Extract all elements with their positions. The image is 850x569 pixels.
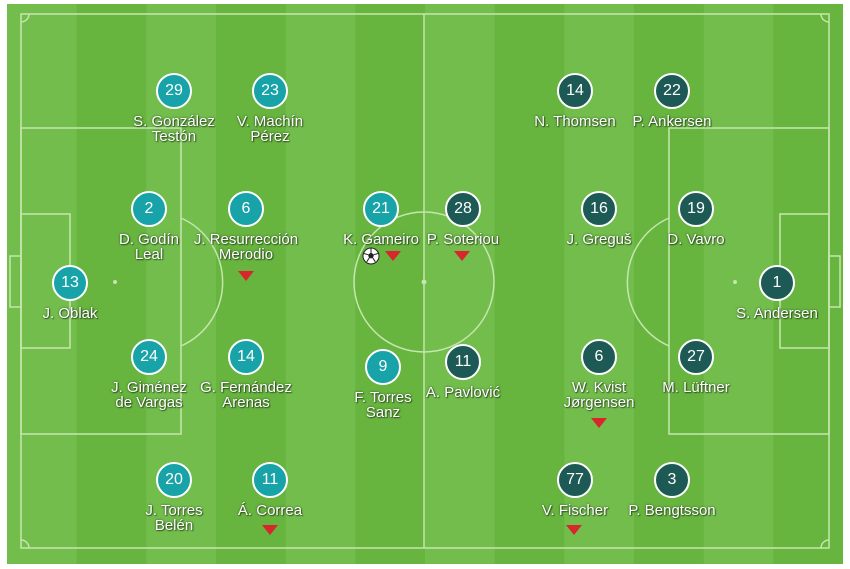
away-player-19[interactable]: 19 D. Vavro [621,191,771,247]
player-name: D. Vavro [667,231,725,248]
sub-arrow-icon [454,251,470,261]
player-number-badge: 2 [131,191,167,227]
player-name: D. Godín Leal [118,231,180,263]
player-number-badge: 1 [759,265,795,301]
sub-arrow-icon [262,525,278,535]
grass-stripe [285,4,356,564]
home-player-20[interactable]: 20 J. Torres Belén [99,462,249,533]
player-number-badge: 77 [557,462,593,498]
player-name: J. Oblak [42,305,98,322]
away-player-1[interactable]: 1 S. Andersen [702,265,850,321]
player-number-badge: 22 [654,73,690,109]
player-name: P. Bengtsson [628,502,716,519]
away-player-28[interactable]: 28 P. Soteriou [388,191,538,247]
player-number-badge: 16 [581,191,617,227]
player-number-badge: 6 [228,191,264,227]
player-name: N. Thomsen [534,113,616,130]
player-name: J. Resurrección Merodio [193,231,299,263]
grass-stripe [494,4,565,564]
player-number-badge: 24 [131,339,167,375]
home-player-24[interactable]: 24 J. Giménez de Vargas [74,339,224,410]
player-name: V. Machín Pérez [236,113,304,145]
soccer-ball-icon [362,247,380,265]
player-number-badge: 11 [445,344,481,380]
player-name: J. Giménez de Vargas [111,379,187,411]
player-name: M. Lüftner [662,379,730,396]
player-name: J. Torres Belén [145,502,203,534]
home-player-11[interactable]: 11 Á. Correa [195,462,345,518]
grass-stripe [76,4,147,564]
player-name: G. Fernández Arenas [200,379,292,411]
away-player-16[interactable]: 16 J. Greguš [524,191,674,247]
away-player-6[interactable]: 6 W. Kvist Jørgensen [524,339,674,410]
home-player-2[interactable]: 2 D. Godín Leal [74,191,224,262]
player-number-badge: 11 [252,462,288,498]
sub-arrow-icon [385,251,401,261]
player-name: V. Fischer [541,502,609,519]
home-player-23[interactable]: 23 V. Machín Pérez [195,73,345,144]
sub-arrow-icon [591,418,607,428]
away-player-3[interactable]: 3 P. Bengtsson [597,462,747,518]
player-number-badge: 29 [156,73,192,109]
player-name: P. Ankersen [632,113,712,130]
player-number-badge: 9 [365,349,401,385]
home-player-6[interactable]: 6 J. Resurrección Merodio [171,191,321,262]
player-number-badge: 20 [156,462,192,498]
away-player-27[interactable]: 27 M. Lüftner [621,339,771,395]
home-player-29[interactable]: 29 S. González Testón [99,73,249,144]
player-number-badge: 23 [252,73,288,109]
player-number-badge: 3 [654,462,690,498]
sub-arrow-icon [566,525,582,535]
home-player-9[interactable]: 9 F. Torres Sanz [308,349,458,420]
player-number-badge: 14 [228,339,264,375]
player-number-badge: 28 [445,191,481,227]
grass-stripe [355,4,426,564]
pitch: 29 S. González Testón 23 V. Machín Pérez… [7,4,843,564]
away-player-11[interactable]: 11 A. Pavlović [388,344,538,400]
player-number-badge: 14 [557,73,593,109]
player-number-badge: 21 [363,191,399,227]
player-name: Á. Correa [237,502,303,519]
sub-arrow-icon [238,271,254,281]
player-name: W. Kvist Jørgensen [563,379,635,411]
away-player-22[interactable]: 22 P. Ankersen [597,73,747,129]
player-name: A. Pavlović [425,384,501,401]
player-number-badge: 27 [678,339,714,375]
player-name: F. Torres Sanz [354,389,412,421]
grass-stripe [425,4,496,564]
player-number-badge: 6 [581,339,617,375]
away-player-77[interactable]: 77 V. Fischer [500,462,650,518]
player-name: P. Soteriou [426,231,500,248]
home-player-21[interactable]: 21 K. Gameiro [306,191,456,247]
player-number-badge: 19 [678,191,714,227]
home-player-13[interactable]: 13 J. Oblak [0,265,145,321]
away-player-14[interactable]: 14 N. Thomsen [500,73,650,129]
player-name: S. González Testón [133,113,215,145]
home-player-14[interactable]: 14 G. Fernández Arenas [171,339,321,410]
player-number-badge: 13 [52,265,88,301]
player-name: J. Greguš [566,231,632,248]
player-name: K. Gameiro [343,231,419,248]
player-name: S. Andersen [736,305,818,322]
